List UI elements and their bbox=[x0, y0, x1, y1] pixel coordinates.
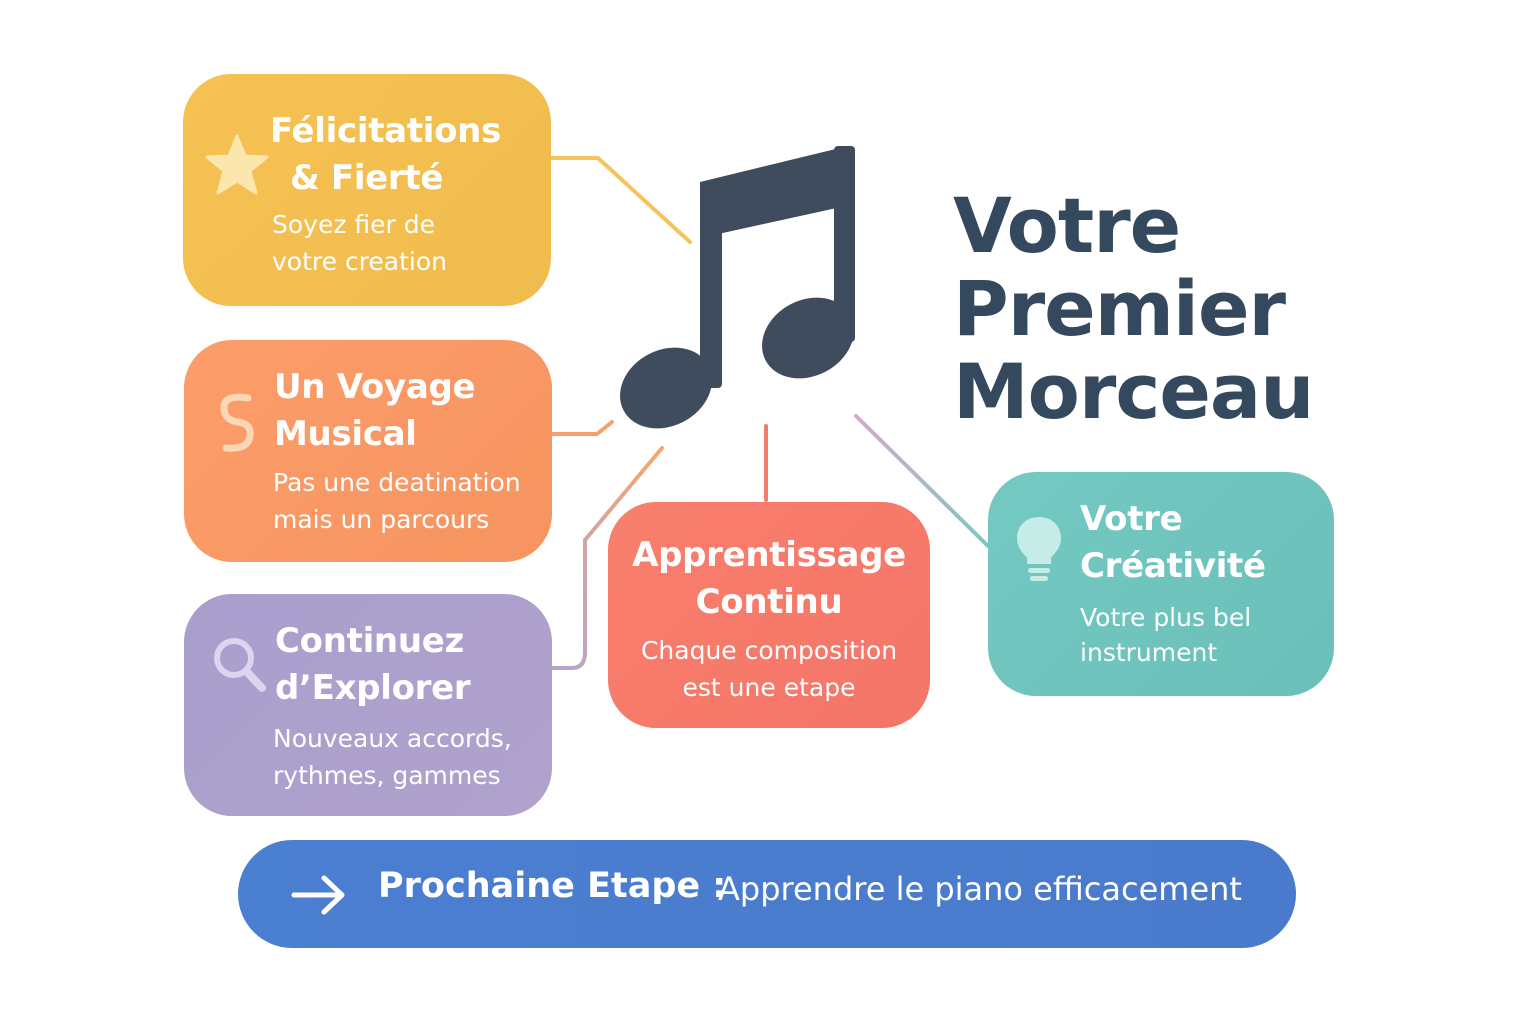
card-explorer: Continuez d’Explorer Nouveaux accords, r… bbox=[184, 594, 552, 816]
card-sub-line-1: Nouveaux accords, bbox=[273, 724, 512, 753]
star-icon bbox=[205, 134, 269, 195]
card-sub-line-1: Chaque composition bbox=[640, 636, 898, 665]
connector-voyage bbox=[550, 420, 614, 436]
card-subtitle: Pas une deatination mais un parcours bbox=[273, 464, 521, 538]
card-title-line-1: Continuez bbox=[275, 621, 464, 661]
magnifier-icon bbox=[214, 638, 266, 692]
card-subtitle: Votre plus bel instrument bbox=[1080, 600, 1251, 670]
card-apprentissage: Apprentissage Continu Chaque composition… bbox=[608, 502, 930, 728]
card-sub-line-2: instrument bbox=[1080, 638, 1218, 667]
card-felicitations: Félicitations & Fierté Soyez fier de vot… bbox=[183, 74, 551, 306]
winding-path-icon bbox=[220, 393, 254, 452]
card-sub-line-2: mais un parcours bbox=[273, 505, 490, 534]
next-step-label: Prochaine Etape : bbox=[378, 866, 727, 906]
card-title: Continuez d’Explorer bbox=[275, 618, 471, 712]
card-title-line-1: Félicitations bbox=[270, 111, 502, 151]
next-step-description: Apprendre le piano efficacement bbox=[718, 870, 1242, 908]
connector-creativite bbox=[854, 414, 990, 548]
card-sub-line-1: Votre plus bel bbox=[1080, 603, 1252, 632]
connector-felicitations bbox=[549, 156, 692, 244]
title-line-2: Premier bbox=[953, 264, 1286, 353]
card-title-line-2: Continu bbox=[695, 582, 843, 622]
card-sub-line-2: rythmes, gammes bbox=[273, 761, 501, 790]
card-title-line-2: Créativité bbox=[1080, 546, 1266, 586]
card-voyage: Un Voyage Musical Pas une deatination ma… bbox=[184, 340, 552, 562]
card-title-line-1: Un Voyage bbox=[274, 367, 476, 407]
card-title-line-1: Apprentissage bbox=[632, 535, 906, 575]
card-title: Apprentissage Continu bbox=[608, 532, 930, 626]
card-title: Félicitations & Fierté bbox=[270, 108, 501, 202]
card-title-line-1: Votre bbox=[1080, 499, 1183, 539]
card-title-line-2: Musical bbox=[274, 414, 417, 454]
card-sub-line-1: Soyez fier de bbox=[272, 210, 436, 239]
next-step-banner[interactable]: Prochaine Etape : Apprendre le piano eff… bbox=[238, 840, 1296, 948]
card-subtitle: Chaque composition est une etape bbox=[608, 632, 930, 706]
card-title: Votre Créativité bbox=[1080, 496, 1266, 590]
music-note-icon bbox=[620, 145, 855, 429]
card-sub-line-2: est une etape bbox=[682, 673, 856, 702]
connector-explorer bbox=[550, 446, 664, 670]
card-subtitle: Soyez fier de votre creation bbox=[272, 206, 447, 280]
card-title-line-2: & Fierté bbox=[290, 158, 444, 198]
title-line-1: Votre bbox=[953, 181, 1181, 270]
card-subtitle: Nouveaux accords, rythmes, gammes bbox=[273, 720, 512, 794]
card-creativite: Votre Créativité Votre plus bel instrume… bbox=[988, 472, 1334, 696]
card-sub-line-2: votre creation bbox=[272, 247, 448, 276]
arrow-right-icon bbox=[291, 875, 345, 915]
page-title: Votre Premier Morceau bbox=[953, 181, 1314, 436]
card-title: Un Voyage Musical bbox=[274, 364, 476, 458]
lightbulb-icon bbox=[1017, 517, 1061, 581]
card-title-line-2: d’Explorer bbox=[275, 668, 471, 708]
title-line-3: Morceau bbox=[953, 347, 1314, 436]
card-sub-line-1: Pas une deatination bbox=[273, 468, 521, 497]
